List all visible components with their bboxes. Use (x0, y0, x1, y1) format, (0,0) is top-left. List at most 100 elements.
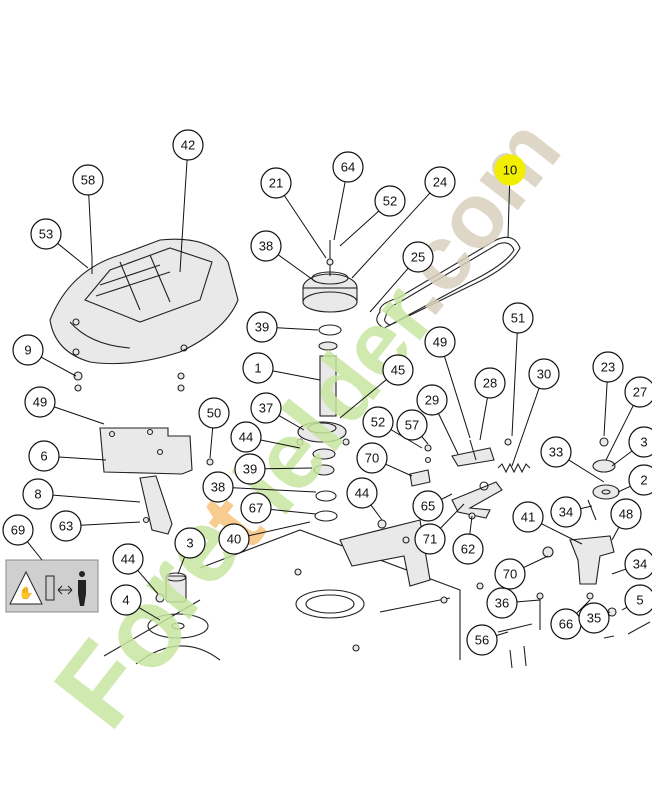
leader-line-4 (138, 607, 161, 621)
leader-line-33 (568, 459, 605, 483)
callout-number: 6 (40, 449, 47, 464)
callout-number: 56 (475, 633, 489, 648)
leader-line-53 (57, 243, 89, 269)
callout-circle (412, 490, 444, 522)
leader-line-51 (511, 332, 518, 437)
callout-number: 44 (355, 486, 369, 501)
tension-bracket (451, 438, 512, 467)
leader-line-58 (88, 194, 93, 259)
callout-circle (396, 409, 428, 441)
small-hardware (142, 444, 476, 603)
callout-64: 64 (332, 151, 364, 183)
callout-circle (234, 453, 266, 485)
callout-37: 37 (250, 392, 282, 424)
leader-line-34a (580, 505, 593, 510)
callout-34b: 34 (624, 548, 652, 580)
callout-number: 41 (521, 510, 535, 525)
cover-bolts (73, 258, 185, 392)
callout-62: 62 (452, 533, 484, 565)
callout-circle (550, 496, 582, 528)
callout-38a: 38 (250, 230, 282, 262)
callout-number: 4 (122, 593, 129, 608)
callout-36: 36 (486, 587, 518, 619)
callout-circle (242, 352, 274, 384)
leader-line-9 (40, 356, 77, 377)
engine-cover (49, 238, 239, 365)
callout-number: 24 (433, 175, 447, 190)
callout-number: 10 (503, 163, 517, 178)
callout-number: 30 (537, 367, 551, 382)
callout-number: 67 (249, 501, 263, 516)
callout-circle (250, 392, 282, 424)
leader-line-29 (438, 413, 459, 455)
callout-35: 35 (578, 602, 610, 634)
mower-deck (103, 519, 461, 660)
callout-number: 71 (423, 532, 437, 547)
callout-number: 49 (433, 335, 447, 350)
leader-line-44b (260, 439, 301, 449)
callout-27: 27 (624, 376, 652, 408)
small-bracket (409, 469, 431, 487)
callout-circle (246, 311, 278, 343)
leader-line-69 (26, 541, 43, 561)
callout-circle (578, 602, 610, 634)
callout-number: 21 (269, 176, 283, 191)
callout-circle (30, 218, 62, 250)
callout-circle (466, 624, 498, 656)
callout-6: 6 (28, 440, 60, 472)
leader-line-37 (278, 415, 305, 431)
callout-33: 33 (540, 436, 572, 468)
callout-69: 69 (2, 514, 34, 546)
callout-circle (362, 406, 394, 438)
callout-circle (50, 510, 82, 542)
callout-number: 8 (34, 487, 41, 502)
leader-line-41 (541, 523, 583, 545)
callout-number: 38 (211, 480, 225, 495)
callout-circle (592, 351, 624, 383)
leader-line-57 (421, 436, 429, 445)
callout-29: 29 (416, 384, 448, 416)
callout-number: 35 (587, 611, 601, 626)
callout-circle (494, 558, 526, 590)
callout-circle (24, 386, 56, 418)
callout-50: 50 (198, 397, 230, 429)
callout-circle (628, 464, 652, 496)
callout-number: 1 (254, 361, 261, 376)
callout-circle (2, 514, 34, 546)
leader-line-48 (611, 526, 620, 541)
leader-line-49b (443, 356, 471, 439)
callout-circle (22, 478, 54, 510)
callout-circle (12, 334, 44, 366)
callout-number: 27 (633, 385, 647, 400)
leader-line-3 (177, 556, 186, 575)
leader-line-30 (511, 388, 540, 467)
callout-circle (494, 154, 526, 186)
leader-lines (26, 159, 634, 637)
leader-line-2x (617, 485, 631, 493)
leader-line-27 (605, 405, 634, 461)
callout-number: 44 (239, 430, 253, 445)
callout-circle (202, 471, 234, 503)
callout-number: 65 (421, 499, 435, 514)
callout-number: 50 (207, 406, 221, 421)
callout-63: 63 (50, 510, 82, 542)
leader-line-44a (137, 570, 159, 595)
callout-number: 34 (633, 557, 647, 572)
callout-circle (174, 527, 206, 559)
callout-circle (260, 167, 292, 199)
callout-71: 71 (414, 523, 446, 555)
callout-number: 64 (341, 160, 355, 175)
leader-line-62 (469, 515, 473, 535)
idler-arm (451, 481, 503, 519)
callout-number: 44 (121, 552, 135, 567)
callout-circle (624, 548, 652, 580)
callout-circle (28, 440, 60, 472)
leader-line-40 (248, 521, 311, 537)
callout-5x: 5 (624, 584, 652, 616)
callout-23: 23 (592, 351, 624, 383)
callout-42: 42 (172, 129, 204, 161)
callout-48: 48 (610, 498, 642, 530)
callout-39b: 39 (234, 453, 266, 485)
callout-57: 57 (396, 409, 428, 441)
